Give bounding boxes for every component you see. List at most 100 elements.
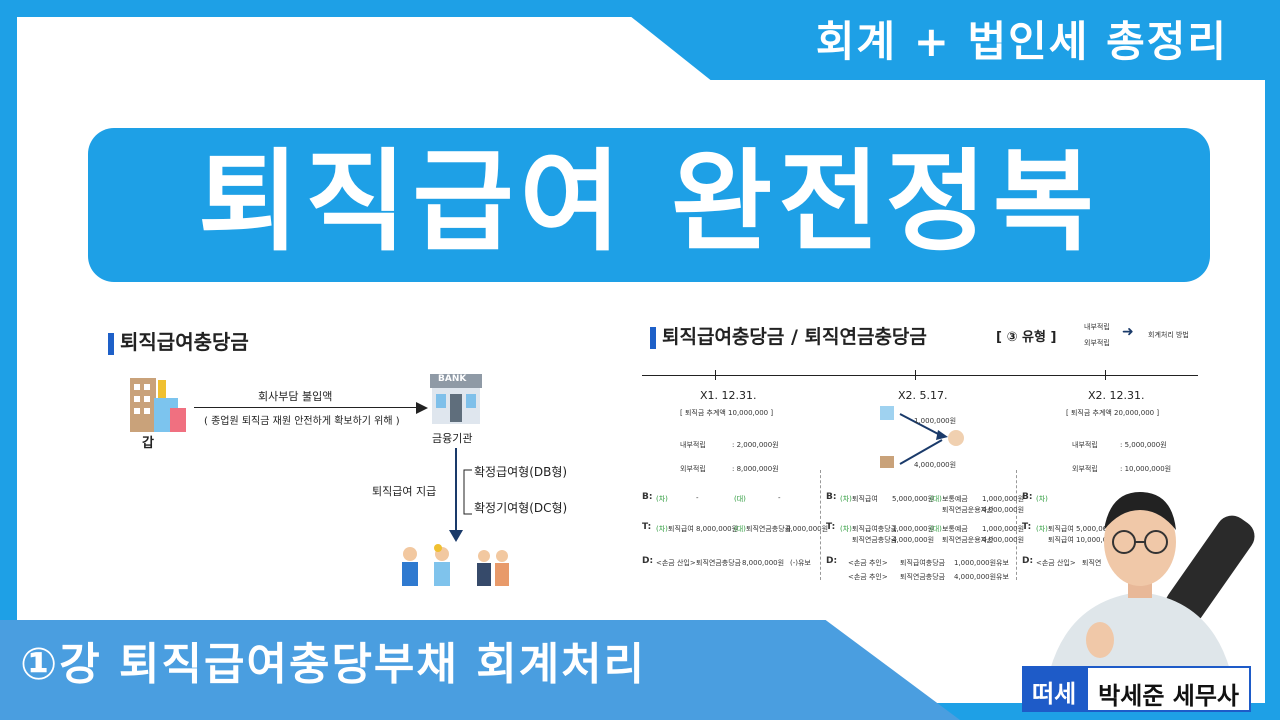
col2-d-amount: 1,000,000원 [954, 559, 997, 567]
title-box: 퇴직급여 완전정복 [88, 128, 1210, 282]
type-result: 회계처리 방법 [1148, 331, 1189, 339]
timeline-tick-3 [1105, 370, 1106, 380]
type-label: [ ③ 유형 ] [996, 330, 1057, 345]
col1-t-cr: (대) [734, 525, 746, 533]
left-heading-text: 퇴직급여충당금 [120, 330, 249, 354]
top-banner-text: 회계 + 법인세 총정리 [815, 17, 1228, 66]
col2-d-account: 퇴직급여충당금 [900, 559, 946, 567]
col2-amt1: 1,000,000원 [914, 417, 957, 425]
transfer-arrow-line [194, 407, 418, 408]
col1-t-label: T: [642, 522, 652, 532]
building-icon [130, 378, 186, 432]
payout-label: 퇴직급여 지급 [372, 485, 437, 498]
col3-t-dr: (차) [1036, 525, 1048, 533]
presenter-photo [1050, 492, 1255, 670]
timeline-axis [642, 375, 1198, 376]
col2-t2-dr-amount: 4,000,000원 [892, 536, 935, 544]
col-divider-2 [1016, 470, 1017, 580]
col2-d2-account: 퇴직연금충당금 [900, 573, 946, 581]
col2-d2-disposition: 유보 [996, 573, 1009, 581]
col2-b-dr-amount: 5,000,000원 [892, 495, 935, 503]
col2-b-dr-account: 퇴직급여 [852, 495, 878, 503]
col2-t-dr-account: 퇴직급여충당금 [852, 525, 898, 533]
col2-t-label: T: [826, 522, 836, 532]
col2-b2-account: 퇴직연금운용자산 [942, 506, 994, 514]
date-x1-1231: X1. 12.31. [700, 389, 757, 402]
right-section-heading: 퇴직급여충당금 / 퇴직연금충당금 [650, 322, 927, 349]
name-tag: 떠세 박세준 세무사 [1022, 666, 1252, 712]
col1-b-cr: (대) [734, 495, 746, 503]
left-section-heading: 퇴직급여충당금 [108, 326, 249, 355]
timeline-tick-2 [915, 370, 916, 380]
col1-b-dr-value: - [696, 494, 699, 502]
bank-label: 금융기관 [432, 432, 473, 445]
right-heading-text: 퇴직급여충당금 / 퇴직연금충당금 [662, 326, 927, 348]
col3-b-label: B: [1022, 492, 1033, 502]
col2-t-cr: (대) [930, 525, 942, 533]
col2-t-dr: (차) [840, 525, 852, 533]
col1-d-disposition: (-)유보 [790, 559, 811, 567]
col2-b2-amount: 4,000,000원 [982, 506, 1025, 514]
type-arrow-icon: ➜ [1122, 324, 1134, 340]
col3-outer-amt: : 10,000,000원 [1120, 465, 1172, 473]
col2-b-label: B: [826, 492, 837, 502]
col3-d-label: D: [1022, 556, 1034, 566]
col1-t-dr: (차) [656, 525, 668, 533]
top-banner [610, 0, 1280, 80]
db-type-label: 확정급여형(DB형) [474, 465, 568, 479]
transfer-label: 회사부담 불입액 [258, 390, 333, 403]
date-x2-517: X2. 5.17. [898, 389, 948, 402]
employees-icon [402, 544, 509, 586]
col3-outer: 외부적립 [1072, 465, 1098, 473]
col3-inner-amt: : 5,000,000원 [1120, 441, 1167, 449]
col3-b-dr: (차) [1036, 495, 1048, 503]
col1-t-cr-amount: 8,000,000원 [786, 525, 829, 533]
bank-icon [430, 374, 482, 424]
col2-d-adjustment: <손금 추인> [848, 559, 888, 567]
heading-bar [108, 332, 114, 355]
col1-d-adjustment: <손금 산입> [656, 559, 696, 567]
col3-d-account: 퇴직연 [1082, 559, 1102, 567]
col1-d-amount: 8,000,000원 [742, 559, 785, 567]
col1-b-cr-value: - [778, 494, 781, 502]
bank-sign: BANK [438, 374, 467, 384]
col1-b-dr: (차) [656, 495, 668, 503]
col2-d-label: D: [826, 556, 838, 566]
col1-estimate: [ 퇴직금 추계액 10,000,000 ] [680, 409, 774, 417]
col1-inner-amt: : 2,000,000원 [732, 441, 779, 449]
col3-estimate: [ 퇴직금 추계액 20,000,000 ] [1066, 409, 1160, 417]
col1-d-label: D: [642, 556, 654, 566]
col1-t-cr-account: 퇴직연금충당금 [746, 525, 792, 533]
col2-b-cr-amount: 1,000,000원 [982, 495, 1025, 503]
col2-t2-dr-account: 퇴직연금충당금 [852, 536, 898, 544]
col2-d2-amount: 4,000,000원 [954, 573, 997, 581]
col1-t-dr-value: 퇴직급여 8,000,000원 [668, 525, 739, 533]
col2-amt2: 4,000,000원 [914, 461, 957, 469]
col2-t-cr-account: 보통예금 [942, 525, 968, 533]
heading-bar [650, 326, 656, 349]
company-label: 갑 [142, 436, 154, 451]
col3-inner: 내부적립 [1072, 441, 1098, 449]
episode-title: ①강 퇴직급여충당부채 회계처리 [20, 639, 647, 690]
presenter-name: 박세준 세무사 [1086, 666, 1252, 712]
type-item-outer: 외부적립 [1084, 339, 1110, 347]
col1-b-label: B: [642, 492, 653, 502]
col3-t-line2: 퇴직급여 10,000,000원 [1048, 536, 1123, 544]
col1-inner: 내부적립 [680, 441, 706, 449]
arrow-head-icon [416, 402, 428, 414]
date-x2-1231: X2. 12.31. [1088, 389, 1145, 402]
bottom-banner [0, 620, 960, 720]
col2-t-dr-amount: 1,000,000원 [892, 525, 935, 533]
col3-t-line1: 퇴직급여 5,000,000원 [1048, 525, 1119, 533]
col2-t-cr-amount: 1,000,000원 [982, 525, 1025, 533]
main-title: 퇴직급여 완전정복 [198, 138, 1100, 266]
col2-d-disposition: 유보 [996, 559, 1009, 567]
col2-b-cr: (대) [930, 495, 942, 503]
brand-label: 떠세 [1022, 666, 1087, 712]
col2-t2-cr-account: 퇴직연금운용자산 [942, 536, 994, 544]
timeline-tick-1 [715, 370, 716, 380]
col2-t2-cr-amount: 4,000,000원 [982, 536, 1025, 544]
col2-b-cr-account: 보통예금 [942, 495, 968, 503]
col2-d2-adjustment: <손금 추인> [848, 573, 888, 581]
